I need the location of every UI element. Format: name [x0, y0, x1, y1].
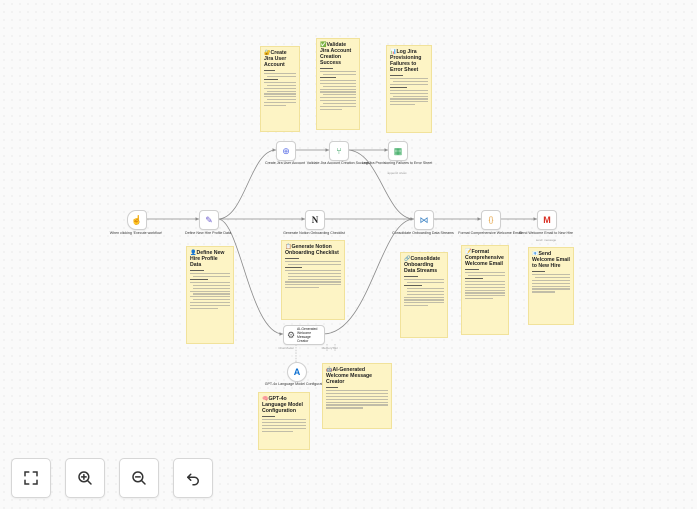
note-consolidate[interactable]: 🔗Consolidate Onboarding Data Streams — [400, 252, 448, 338]
note-send-title: 📧Send Welcome Email to New Hire — [532, 251, 570, 269]
undo-button[interactable] — [173, 458, 213, 498]
note-consolidate-title: 🔗Consolidate Onboarding Data Streams — [404, 256, 441, 274]
node-create-jira-label: Create Jira User Account — [265, 161, 305, 165]
edge-define-agent — [217, 218, 284, 335]
note-log-jira[interactable]: 📊Log Jira Provisioning Failures to Error… — [386, 45, 432, 133]
note-notion-title: 📋Generate Notion Onboarding Checklist — [285, 244, 339, 256]
node-notion-checklist-label: Generate Notion Onboarding Checklist — [283, 231, 345, 235]
zoom-in-button[interactable] — [65, 458, 105, 498]
node-consolidate[interactable]: ⋈ — [414, 210, 434, 230]
gmail-icon: M — [543, 214, 551, 225]
edge-define-create — [217, 149, 277, 220]
note-create-jira-title: 🔐Create Jira User Account — [264, 50, 287, 68]
agent-port-memory: Memory — [321, 346, 333, 350]
edge-validate-consolidate — [346, 149, 415, 220]
note-ai[interactable]: 🤖AI-Generated Welcome Message Creator — [322, 363, 392, 429]
undo-icon — [187, 473, 199, 486]
branch-icon: ⑂ — [336, 145, 342, 156]
agent-port-tool: Tool — [332, 346, 338, 350]
node-log-jira-sub: append: sheet — [387, 171, 407, 175]
note-send[interactable]: 📧Send Welcome Email to New Hire — [528, 247, 574, 325]
fit-view-icon — [24, 471, 38, 485]
node-ai-agent[interactable]: ⚙ AI-Generated Welcome Message Creator — [283, 325, 325, 345]
node-define[interactable]: ✎ — [199, 210, 219, 230]
node-send-email[interactable]: M — [537, 210, 557, 230]
zoom-in-icon — [78, 471, 92, 485]
note-validate-jira[interactable]: ✅Validate Jira Account Creation Success — [316, 38, 360, 130]
notion-icon: N — [311, 214, 319, 225]
note-gpt-title: 🧠GPT-4o Language Model Configuration — [262, 396, 303, 414]
node-validate-jira[interactable]: ⑂ — [329, 141, 349, 161]
note-gpt[interactable]: 🧠GPT-4o Language Model Configuration — [258, 392, 310, 450]
agent-port-chat-model: Chat Model — [278, 346, 294, 350]
node-trigger-label: When clicking 'Execute workflow' — [109, 231, 163, 235]
pencil-icon: ✎ — [205, 214, 213, 225]
node-consolidate-label: Consolidate Onboarding Data Streams — [392, 231, 454, 235]
node-log-jira[interactable]: ▦ — [388, 141, 408, 161]
node-create-jira[interactable]: ⊕ — [276, 141, 296, 161]
azure-icon: A — [293, 366, 301, 377]
edge-agent-consolidate — [322, 218, 415, 335]
node-send-email-label: Send Welcome Email to New Hire — [518, 231, 574, 235]
note-validate-jira-title: ✅Validate Jira Account Creation Success — [320, 42, 352, 66]
note-define[interactable]: 👤Define New Hire Profile Data — [186, 246, 234, 344]
node-log-jira-label: Log Jira Provisioning Failures to Error … — [361, 161, 433, 165]
node-trigger[interactable]: ☝ — [127, 210, 147, 230]
robot-icon: ⚙ — [286, 329, 296, 340]
node-send-email-sub: send: message — [535, 238, 557, 242]
node-notion-checklist[interactable]: N — [305, 210, 325, 230]
node-format-email-label: Format Comprehensive Welcome Email — [458, 231, 522, 235]
note-format[interactable]: 📝Format Comprehensive Welcome Email — [461, 245, 509, 335]
note-ai-title: 🤖AI-Generated Welcome Message Creator — [326, 367, 373, 385]
node-gpt-model-label: GPT-4o Language Model Configuration — [264, 382, 328, 386]
merge-icon: ⋈ — [419, 214, 429, 225]
globe-icon: ⊕ — [282, 145, 290, 156]
node-ai-agent-label: AI-Generated Welcome Message Creator — [297, 327, 318, 343]
node-gpt-model[interactable]: A — [287, 362, 307, 382]
note-define-title: 👤Define New Hire Profile Data — [190, 250, 225, 268]
note-notion[interactable]: 📋Generate Notion Onboarding Checklist — [281, 240, 345, 320]
note-format-title: 📝Format Comprehensive Welcome Email — [465, 249, 504, 267]
note-log-jira-title: 📊Log Jira Provisioning Failures to Error… — [390, 49, 422, 73]
zoom-out-button[interactable] — [119, 458, 159, 498]
cursor-icon: ☝ — [131, 214, 143, 225]
node-validate-jira-label: Validate Jira Account Creation Success — [306, 161, 370, 165]
fit-view-button[interactable] — [11, 458, 51, 498]
code-icon: {} — [488, 216, 494, 224]
zoom-out-icon — [132, 471, 146, 485]
node-define-label: Define New Hire Profile Data — [185, 231, 231, 235]
note-create-jira[interactable]: 🔐Create Jira User Account — [260, 46, 300, 132]
sheets-icon: ▦ — [393, 145, 403, 156]
node-format-email[interactable]: {} — [481, 210, 501, 230]
